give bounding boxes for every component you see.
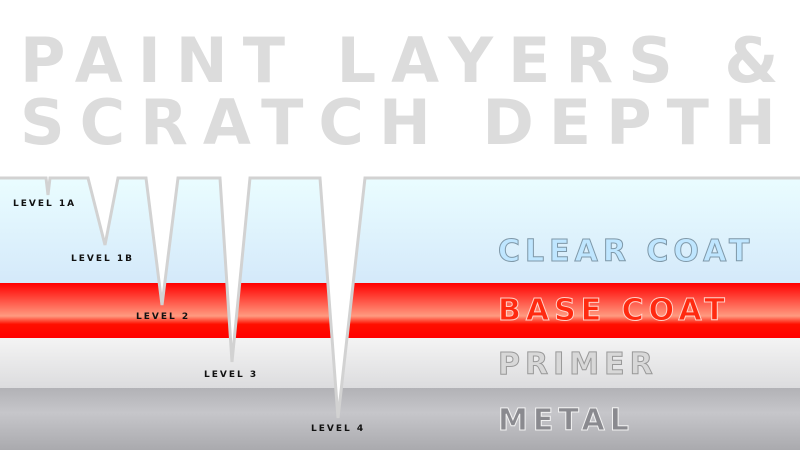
- title-line-1: PAINT LAYERS &: [20, 24, 794, 97]
- clear-coat-layer: [0, 178, 800, 284]
- level-1b-label: LEVEL 1B: [71, 254, 134, 264]
- metal-layer: [0, 388, 800, 450]
- base-coat-label: BASE COAT: [498, 293, 730, 329]
- title-line-2: SCRATCH DEPTH: [20, 86, 791, 159]
- level-4-label: LEVEL 4: [311, 424, 366, 434]
- base-coat-layer: [0, 283, 800, 338]
- metal-label: METAL: [498, 403, 634, 439]
- level-3-label: LEVEL 3: [204, 370, 259, 380]
- primer-label: PRIMER: [498, 347, 658, 383]
- level-2-label: LEVEL 2: [136, 312, 191, 322]
- clear-coat-label: CLEAR COAT: [497, 234, 755, 270]
- scratch-outline: [0, 176, 800, 419]
- primer-layer: [0, 338, 800, 388]
- level-1a-label: LEVEL 1A: [13, 199, 77, 209]
